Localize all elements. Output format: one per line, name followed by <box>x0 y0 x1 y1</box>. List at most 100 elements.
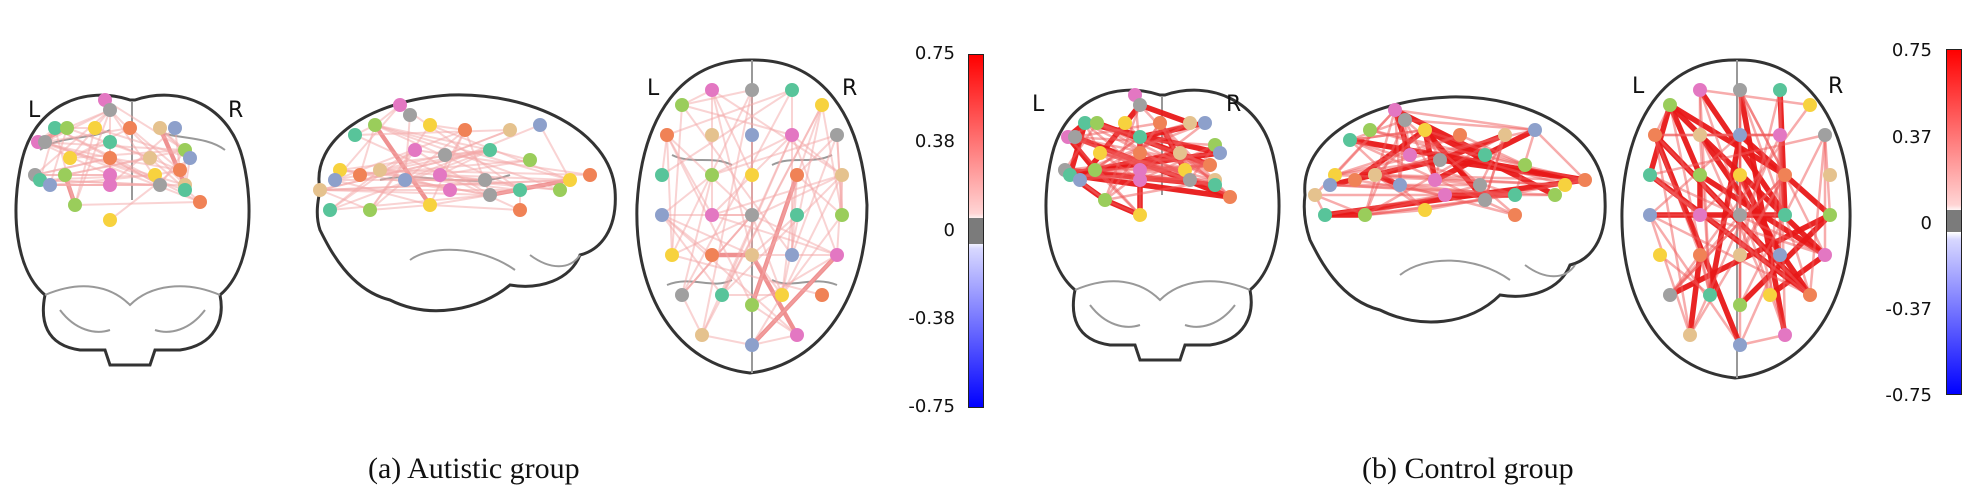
region-node <box>1093 146 1107 160</box>
connectivity-edge <box>701 134 793 336</box>
connectivity-edge <box>104 99 186 151</box>
connectivity-edge <box>39 127 56 181</box>
connectivity-edge <box>1738 254 1782 346</box>
connectivity-edge <box>49 174 156 186</box>
connectivity-edge <box>1139 143 1216 182</box>
region-node <box>745 338 759 352</box>
region-node <box>1368 168 1382 182</box>
region-node <box>353 168 367 182</box>
connectivity-edge <box>681 89 793 296</box>
connectivity-edge <box>69 149 186 159</box>
colorbar-tick: 0 <box>1920 213 1932 234</box>
region-node <box>705 168 719 182</box>
region-node <box>1088 163 1102 177</box>
region-node <box>1693 168 1707 182</box>
connectivity-edge <box>751 254 783 296</box>
region-node <box>458 123 472 137</box>
region-node <box>363 203 377 217</box>
region-node <box>1208 178 1222 192</box>
region-node <box>655 208 669 222</box>
connectivity-edge <box>1688 134 1782 336</box>
region-node <box>583 168 597 182</box>
region-node <box>1778 208 1792 222</box>
region-node <box>103 151 117 165</box>
connectivity-edge <box>1096 121 1216 182</box>
region-node <box>745 168 759 182</box>
connectivity-edge <box>54 127 201 203</box>
region-node <box>168 121 182 135</box>
connectivity-edge <box>1084 121 1231 199</box>
connectivity-edge <box>1349 138 1516 197</box>
region-node <box>745 128 759 142</box>
region-node <box>1478 193 1492 207</box>
region-node <box>830 128 844 142</box>
region-node <box>1343 133 1357 147</box>
region-node <box>1498 128 1512 142</box>
region-node <box>1183 116 1197 130</box>
connectivity-edge <box>1669 174 1786 296</box>
sagittal-brain-view-a <box>313 93 617 313</box>
region-node <box>1198 116 1212 130</box>
connectivity-edge <box>66 109 111 129</box>
region-node <box>1348 173 1362 187</box>
axial-brain-view-a <box>635 58 869 375</box>
region-node <box>1823 168 1837 182</box>
region-node <box>1693 208 1707 222</box>
colorbar-tick: -0.75 <box>908 396 955 417</box>
connectivity-edge <box>1063 122 1099 171</box>
connectivity-edge <box>1374 173 1426 212</box>
region-node <box>1428 173 1442 187</box>
connectivity-edge <box>751 104 823 306</box>
region-node <box>173 163 187 177</box>
connectivity-edge <box>796 174 843 216</box>
region-node <box>63 151 77 165</box>
region-node <box>675 288 689 302</box>
connectivity-edge <box>751 134 793 176</box>
region-node <box>1213 146 1227 160</box>
connectivity-edge <box>1403 119 1437 181</box>
connectivity-edge <box>751 294 783 346</box>
region-node <box>1473 178 1487 192</box>
connectivity-edge <box>439 149 491 176</box>
colorbar-tick: -0.75 <box>1885 385 1932 406</box>
connectivity-edge <box>64 149 186 176</box>
region-node <box>1733 338 1747 352</box>
connectivity-edge <box>94 127 191 159</box>
region-node <box>1693 248 1707 262</box>
region-node <box>1803 98 1817 112</box>
region-node <box>705 128 719 142</box>
region-node <box>705 248 719 262</box>
region-node <box>1548 188 1562 202</box>
coronal-brain-view-a <box>14 93 251 367</box>
region-node <box>790 168 804 182</box>
connectivity-edge <box>1369 128 1586 182</box>
region-node <box>1098 193 1112 207</box>
region-node <box>1068 130 1082 144</box>
region-node <box>665 248 679 262</box>
right-label: R <box>1828 74 1844 99</box>
connectivity-edge <box>1698 89 1712 296</box>
colorbar-tick: 0 <box>943 220 955 241</box>
colorbar-tick: 0.37 <box>1891 127 1932 148</box>
region-node <box>705 208 719 222</box>
connectivity-edge <box>1334 158 1441 177</box>
region-node <box>563 173 577 187</box>
region-node <box>1090 116 1104 130</box>
connectivity-edge <box>791 134 838 256</box>
connectivity-edge <box>429 189 521 206</box>
region-node <box>705 83 719 97</box>
connectivity-edge <box>751 214 783 296</box>
region-node <box>1643 168 1657 182</box>
region-node <box>1803 288 1817 302</box>
connectivity-edge <box>1668 104 1712 296</box>
region-node <box>1763 288 1777 302</box>
connectivity-edge <box>1349 137 1586 183</box>
region-node <box>183 151 197 165</box>
connectivity-edge <box>1314 193 1366 217</box>
region-node <box>478 173 492 187</box>
connectivity-edge <box>1404 118 1536 132</box>
connectivity-edge <box>1534 129 1586 181</box>
region-node <box>1073 173 1087 187</box>
region-node <box>1818 128 1832 142</box>
connectivity-edge <box>1434 178 1481 187</box>
